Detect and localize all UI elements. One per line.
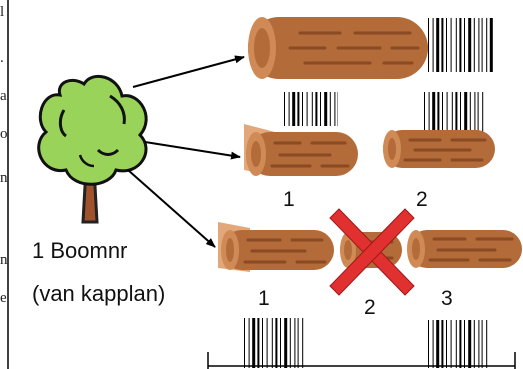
side-text-fragment: n bbox=[0, 170, 8, 186]
red-cross-icon bbox=[329, 208, 415, 296]
side-text-fragment: . bbox=[0, 50, 4, 66]
log-piece-icon bbox=[244, 124, 358, 176]
log-number: 2 bbox=[416, 188, 428, 211]
arrow-to-row2-logs bbox=[144, 141, 241, 160]
log-piece-icon bbox=[218, 222, 334, 272]
barcode-icon bbox=[284, 92, 338, 126]
barcode-icon bbox=[428, 320, 488, 368]
side-text-fragment: a bbox=[0, 88, 7, 104]
log-piece-icon bbox=[383, 130, 495, 168]
barcode-icon bbox=[424, 92, 484, 134]
barcode-icon bbox=[244, 318, 304, 368]
side-text-fragment: l bbox=[0, 4, 5, 20]
side-text-fragment: o bbox=[0, 126, 8, 142]
log-number: 1 bbox=[283, 188, 295, 211]
side-text-fragment: n bbox=[0, 252, 8, 268]
barcode-icon bbox=[428, 18, 493, 72]
log-piece-icon bbox=[407, 230, 522, 268]
side-text-fragment: e bbox=[0, 290, 7, 306]
full-log-icon bbox=[248, 17, 428, 79]
log-number: 1 bbox=[258, 287, 270, 310]
tree-icon bbox=[37, 74, 148, 224]
log-number: 2 bbox=[364, 296, 376, 319]
log-number: 3 bbox=[441, 287, 453, 310]
arrow-to-full-log bbox=[132, 55, 245, 88]
arrow-to-row3-logs bbox=[127, 169, 216, 248]
tree-label-line2: (van kapplan) bbox=[32, 281, 166, 306]
tree-label-line1: 1 Boomnr bbox=[32, 238, 128, 263]
